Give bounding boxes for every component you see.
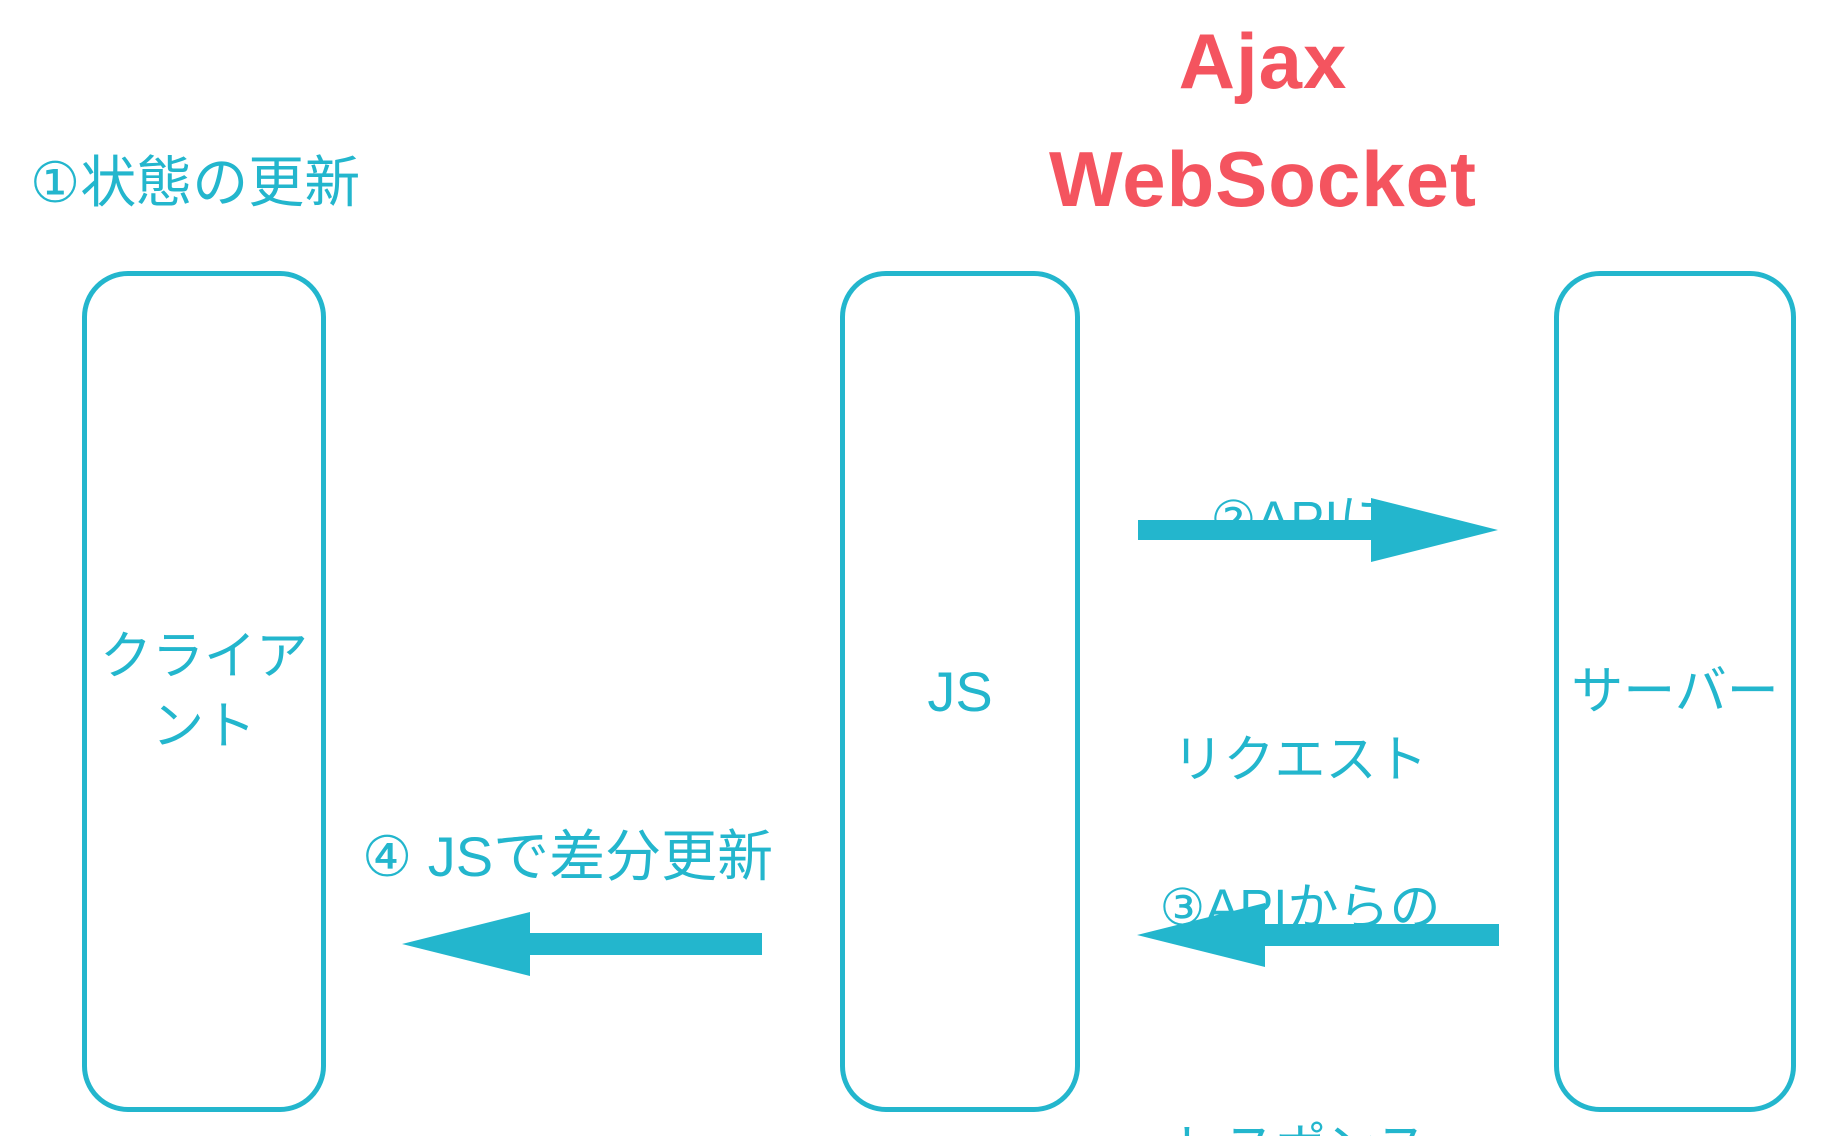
js-node-label: JS: [927, 659, 993, 723]
step4-js-diff-update-label: ④ JSで差分更新: [362, 825, 774, 888]
step2-api-request-label: ②APIに リクエスト: [1080, 320, 1520, 960]
request-arrow-right-icon: [1138, 498, 1498, 562]
server-node-box: サーバー: [1554, 271, 1796, 1112]
server-node-label: サーバー: [1571, 662, 1779, 721]
diff-update-arrow-left-icon: [402, 912, 762, 976]
js-node-box: JS: [840, 271, 1080, 1112]
client-node-label: クライアント: [99, 627, 308, 756]
step1-state-update-label: ①状態の更新: [30, 151, 361, 214]
diagram-title-line2: WebSocket: [1048, 135, 1478, 223]
diagram-title-line1: Ajax: [1178, 17, 1348, 105]
response-arrow-left-icon: [1137, 903, 1499, 967]
client-node-box: クライアント: [82, 271, 326, 1112]
diagram-title: Ajax WebSocket: [900, 2, 1626, 238]
step2-api-request-line2: リクエスト: [1172, 731, 1428, 788]
step3-api-response-line2: レスポンス: [1080, 1108, 1520, 1136]
